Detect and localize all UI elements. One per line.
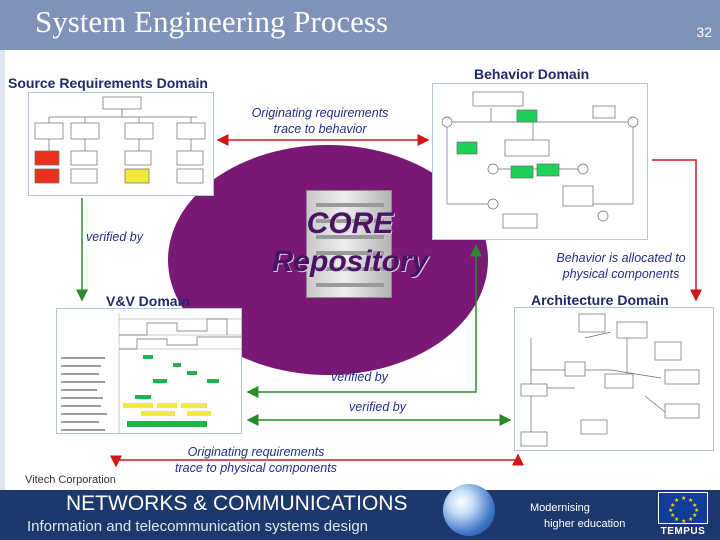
source-domain-label: Source Requirements Domain	[8, 75, 208, 91]
source-requirements-panel	[28, 92, 214, 196]
vv-domain-label: V&V Domain	[106, 293, 191, 309]
allocation-label: Behavior is allocated to physical compon…	[546, 250, 696, 282]
server-rack-line	[316, 203, 384, 207]
trace-physical-line1: Originating requirements	[187, 445, 325, 459]
footer-subtitle: Information and telecommunication system…	[27, 518, 369, 535]
trace-physical-label: Originating requirements trace to physic…	[160, 444, 352, 476]
architecture-domain-panel	[514, 307, 714, 451]
core-label-line1: CORE	[306, 207, 394, 240]
modernising-text: Modernising higher education	[530, 500, 625, 532]
allocation-line2: physical components	[562, 267, 680, 281]
behavior-flow-diagram	[441, 91, 639, 229]
core-label-line2: Repository	[271, 245, 429, 278]
verified-by-left-label: verified by	[86, 230, 143, 244]
architecture-block-diagram	[520, 313, 700, 447]
trace-physical-line2: trace to physical components	[175, 461, 337, 475]
trace-behavior-line1: Originating requirements	[251, 106, 389, 120]
eu-flag-icon: ★ ★ ★ ★ ★ ★ ★ ★ ★ ★ ★ ★	[658, 492, 708, 525]
verified-by-middle-label: verified by	[331, 370, 388, 384]
footer-title: NETWORKS & COMMUNICATIONS	[66, 492, 408, 515]
vv-domain-panel	[56, 308, 242, 434]
requirements-hierarchy-diagram	[34, 96, 206, 184]
side-strip	[0, 50, 5, 490]
behavior-domain-panel	[432, 83, 648, 240]
trace-behavior-line2: trace to behavior	[273, 122, 367, 136]
vv-timeline-chart	[61, 313, 241, 433]
tempus-label: TEMPUS	[660, 526, 706, 537]
allocation-line1: Behavior is allocated to	[556, 251, 686, 265]
globe-logo-icon	[443, 484, 495, 536]
architecture-domain-label: Architecture Domain	[531, 292, 669, 308]
page-number: 32	[696, 24, 712, 40]
server-rack-line	[316, 235, 384, 239]
trace-behavior-label: Originating requirements trace to behavi…	[232, 105, 408, 137]
server-rack-line	[316, 283, 384, 287]
title-bar	[0, 0, 720, 50]
server-rack-line	[316, 219, 384, 223]
vendor-label: Vitech Corporation	[25, 474, 116, 486]
modernising-line2: higher education	[544, 518, 626, 530]
slide-title: System Engineering Process	[35, 4, 389, 39]
verified-by-lower-label: verified by	[349, 400, 406, 414]
behavior-domain-label: Behavior Domain	[474, 66, 590, 82]
modernising-line1: Modernising	[530, 502, 590, 514]
footer-band	[0, 490, 720, 540]
